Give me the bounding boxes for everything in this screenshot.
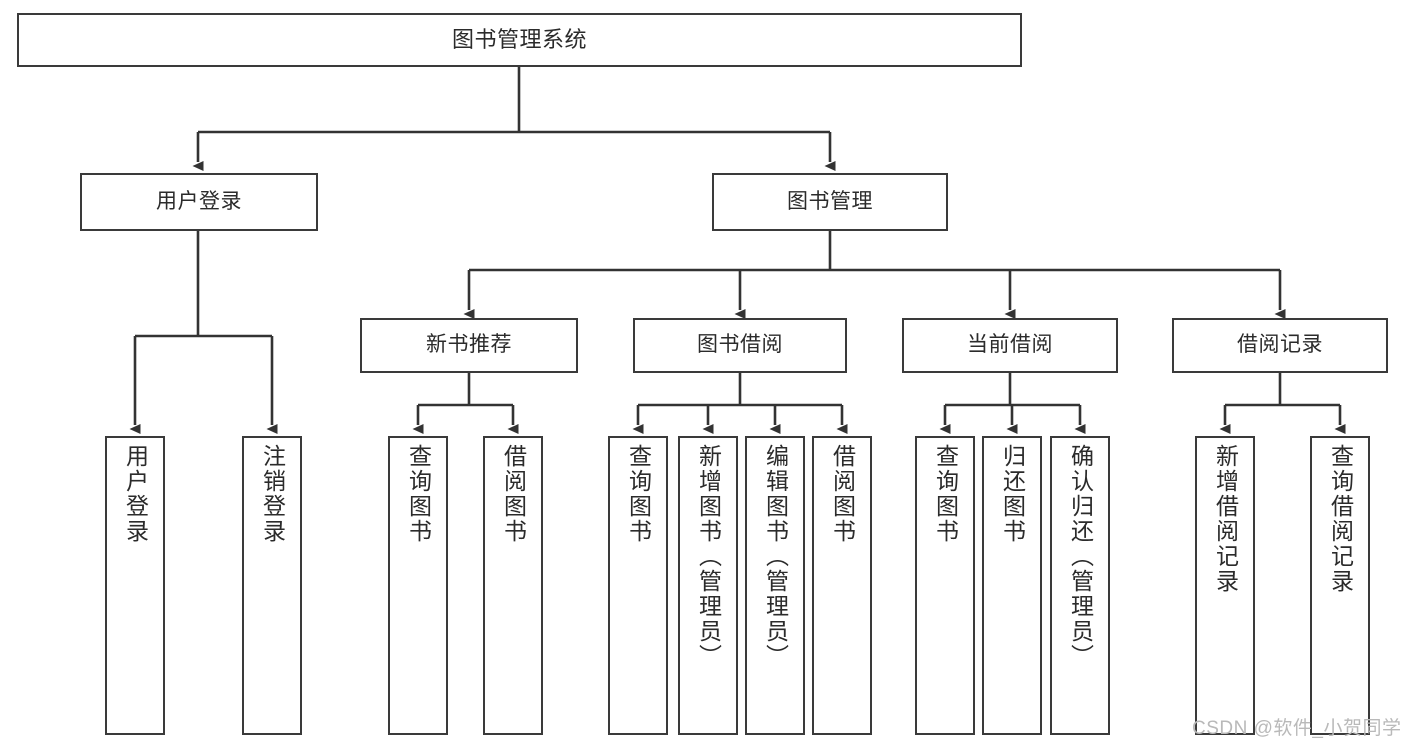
leaf-query-book-1[interactable]: 查询图书 <box>388 436 448 735</box>
leaf-borrow-book-1[interactable]: 借阅图书 <box>483 436 543 735</box>
node-label: 当前借阅 <box>967 333 1053 357</box>
node-label: 新增图书（管理员） <box>695 444 722 669</box>
node-label: 借阅图书 <box>500 444 527 544</box>
node-label: 注销登录 <box>259 444 286 544</box>
node-label: 借阅图书 <box>829 444 856 544</box>
leaf-query-book-3[interactable]: 查询图书 <box>915 436 975 735</box>
node-label: 图书管理系统 <box>451 27 587 53</box>
leaf-query-book-2[interactable]: 查询图书 <box>608 436 668 735</box>
leaf-user-login[interactable]: 用户登录 <box>105 436 165 735</box>
node-user-login[interactable]: 用户登录 <box>80 173 318 231</box>
leaf-edit-book-admin[interactable]: 编辑图书（管理员） <box>745 436 805 735</box>
node-label: 确认归还（管理员） <box>1067 444 1094 669</box>
node-label: 新书推荐 <box>426 333 512 357</box>
node-borrow-record[interactable]: 借阅记录 <box>1172 318 1388 373</box>
node-root-book-management-system[interactable]: 图书管理系统 <box>17 13 1022 67</box>
node-label: 归还图书 <box>999 444 1026 544</box>
node-label: 图书管理 <box>787 189 873 213</box>
node-label: 查询图书 <box>405 444 432 544</box>
leaf-confirm-return-admin[interactable]: 确认归还（管理员） <box>1050 436 1110 735</box>
node-label: 查询借阅记录 <box>1327 444 1354 594</box>
node-label: 用户登录 <box>122 444 149 544</box>
node-label: 查询图书 <box>932 444 959 544</box>
csdn-watermark: CSDN @软件_小贺同学 <box>1192 718 1402 739</box>
node-label: 借阅记录 <box>1237 333 1323 357</box>
node-label: 编辑图书（管理员） <box>762 444 789 669</box>
node-new-book-recommend[interactable]: 新书推荐 <box>360 318 578 373</box>
node-label: 新增借阅记录 <box>1212 444 1239 594</box>
node-book-borrow[interactable]: 图书借阅 <box>633 318 847 373</box>
node-label: 用户登录 <box>156 189 242 213</box>
leaf-return-book[interactable]: 归还图书 <box>982 436 1042 735</box>
node-label: 图书借阅 <box>697 333 783 357</box>
leaf-add-borrow-record[interactable]: 新增借阅记录 <box>1195 436 1255 735</box>
node-current-borrow[interactable]: 当前借阅 <box>902 318 1118 373</box>
leaf-query-borrow-record[interactable]: 查询借阅记录 <box>1310 436 1370 735</box>
leaf-logout-login[interactable]: 注销登录 <box>242 436 302 735</box>
leaf-borrow-book-2[interactable]: 借阅图书 <box>812 436 872 735</box>
leaf-add-book-admin[interactable]: 新增图书（管理员） <box>678 436 738 735</box>
node-label: 查询图书 <box>625 444 652 544</box>
node-book-management[interactable]: 图书管理 <box>712 173 948 231</box>
